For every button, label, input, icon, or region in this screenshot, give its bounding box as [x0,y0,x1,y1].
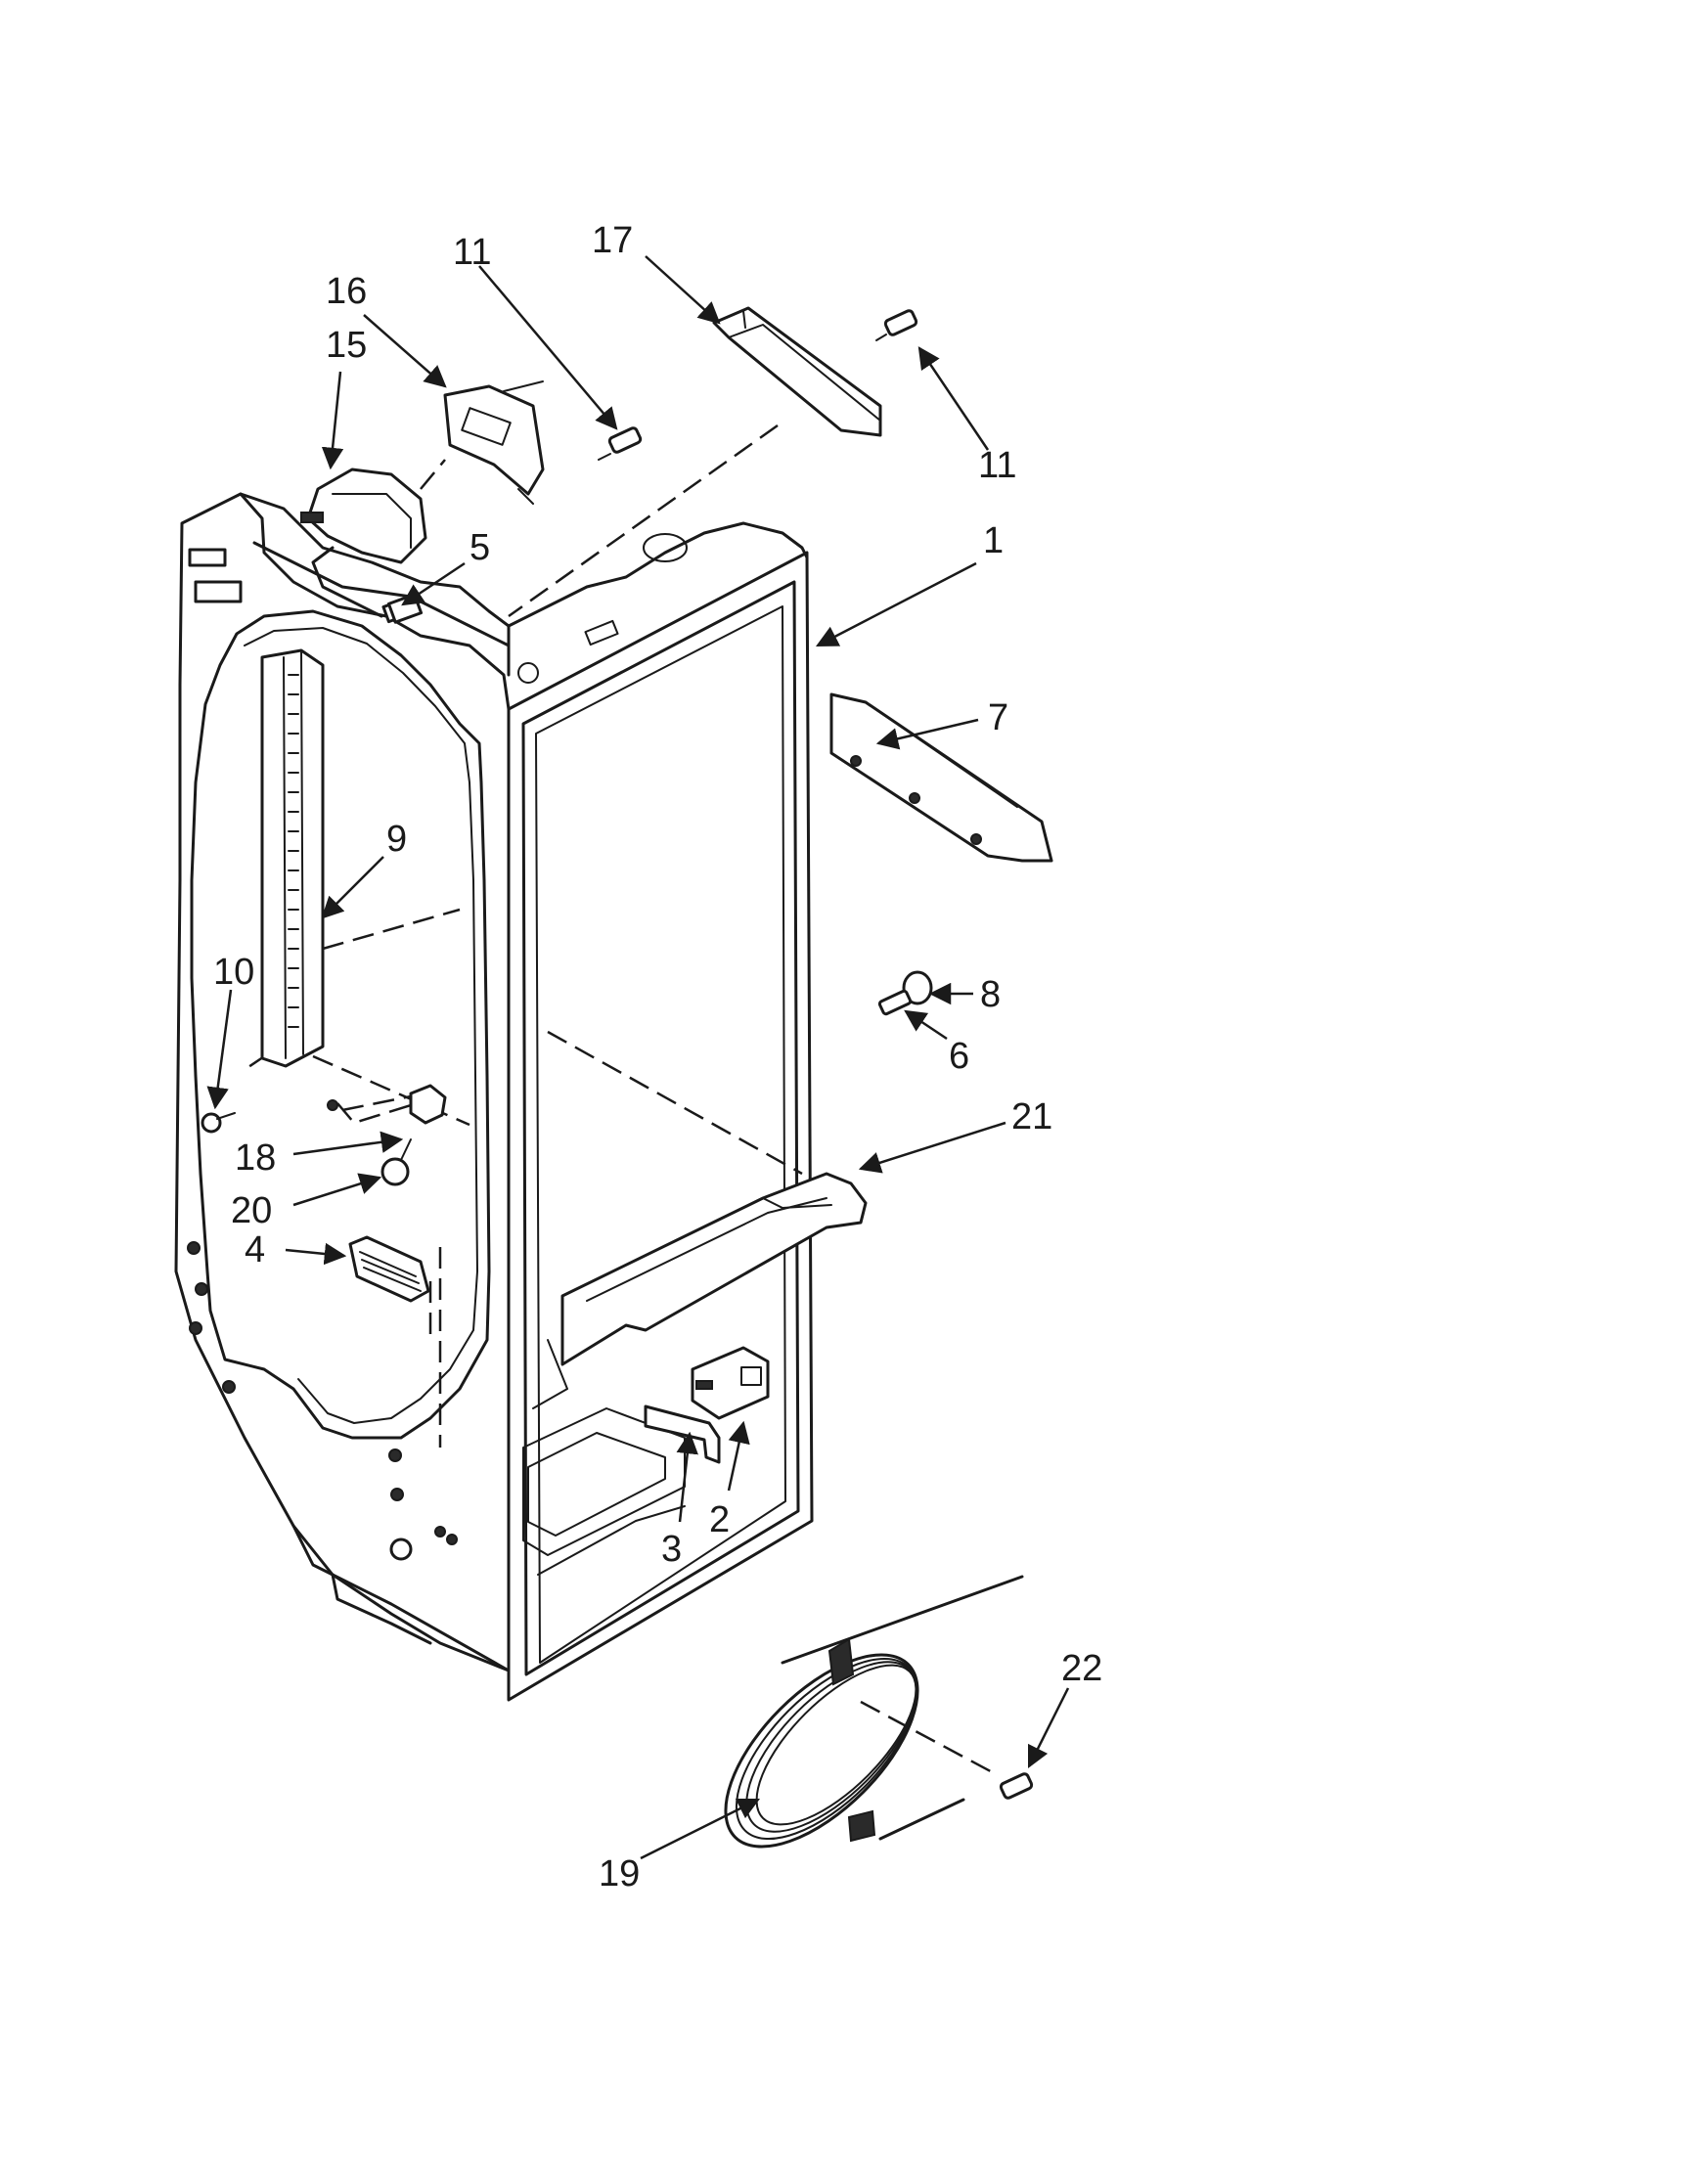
leader-11b [917,346,990,451]
leader-11a [478,265,618,430]
part-2-bracket [691,1346,770,1420]
callout-15: 15 [326,325,367,366]
callout-20: 20 [231,1190,272,1231]
part-11-screw-a [598,426,643,461]
leader-22 [1027,1687,1070,1769]
callout-2: 2 [709,1499,730,1540]
callout-1: 1 [983,520,1004,561]
cabinet-liner [174,492,814,1702]
leader-21 [858,1121,1006,1174]
callout-7: 7 [988,697,1008,738]
callout-3: 3 [661,1529,682,1570]
callout-6: 6 [949,1036,969,1077]
callout-9: 9 [386,819,407,860]
callout-10: 10 [213,952,254,993]
part-11-screw-b [875,309,918,341]
part-21-air-deflector [560,1172,868,1366]
callout-22: 22 [1061,1648,1102,1689]
callout-16: 16 [326,271,367,312]
part-4-vent-grille [348,1235,430,1303]
leader-5 [401,561,466,606]
part-6-screw [877,989,913,1016]
leader-17 [645,255,721,325]
leader-18 [292,1131,404,1156]
leader-1 [816,561,977,647]
leader-19 [640,1798,761,1860]
part-15-control-housing [300,459,446,624]
callout-8: 8 [980,974,1001,1015]
part-18-light-socket [327,1084,447,1125]
leader-20 [292,1173,382,1207]
part-22-screw [999,1772,1034,1800]
part-17-bracket [508,306,882,618]
part-7-trim-channel [829,692,1053,863]
leader-6 [904,1009,948,1041]
part-19-water-tube-coil [724,1575,1024,1849]
leader-16 [363,314,447,388]
part-10-screw [201,1112,236,1134]
leader-9 [321,856,384,919]
callout-21: 21 [1011,1096,1052,1137]
part-16-bracket [443,380,545,505]
rail-slots [288,674,299,1028]
part-5-connector [386,593,424,624]
callout-5: 5 [469,527,490,568]
leader-3 [676,1431,698,1523]
part-9-shelf-rail [260,648,325,1068]
callout-11-right: 11 [978,445,1016,486]
callout-labels: 16 15 11 17 11 5 1 7 9 10 8 6 21 18 20 4… [213,220,1102,1894]
leader-lines [206,255,1070,1860]
callout-17: 17 [592,220,633,261]
callout-18: 18 [235,1137,276,1179]
leader-2 [727,1420,750,1492]
callout-4: 4 [245,1229,265,1270]
leader-10 [206,989,233,1110]
leader-15 [321,371,344,470]
leader-7 [875,718,979,750]
part-20-light-bulb [380,1138,412,1186]
callout-11-left: 11 [453,232,491,273]
leader-4 [285,1242,347,1266]
callout-19: 19 [599,1853,640,1894]
